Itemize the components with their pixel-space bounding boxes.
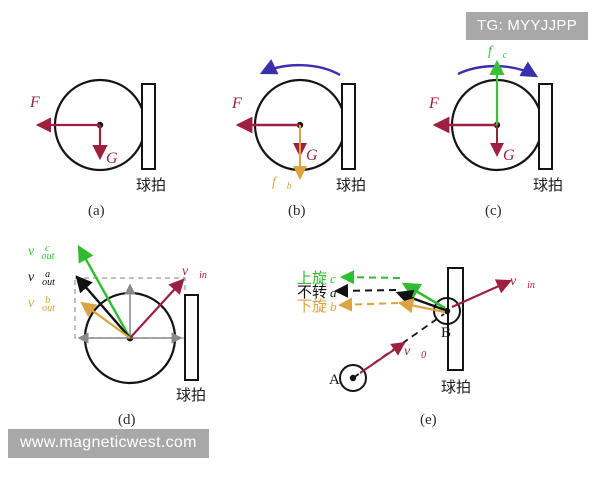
v0-label-e: v⃗0 [404,344,426,361]
rebound-topspin-dashed-e [340,270,401,285]
legend-nospin-cn-e: 不转 [297,284,327,301]
paddle-label-b: 球拍 [336,177,366,194]
point-b-center-e [443,307,451,315]
spin-arc-ccw-b [259,59,341,77]
legend-topspin-key-e: c [330,271,336,286]
paddle-label-a: 球拍 [136,177,166,194]
friction-label-b: f⃗b [272,175,292,192]
paddle-label-c: 球拍 [533,177,563,194]
paddle-b [341,83,356,170]
legend-topspin-cn-e: 上旋 [297,270,327,287]
vin-label-e: v⃗in [510,274,535,291]
point-b-ball-e [433,297,461,325]
panel-label-b: (b) [288,203,306,219]
watermark-top-right: TG: MYYJJPP [466,12,588,40]
gravity-label-b: G⃗ [306,147,330,164]
panel-b: F⃗ G⃗ f⃗b 球拍 (b) [231,59,366,219]
paddle-a [141,83,156,170]
legend-nospin-key-e: a [330,285,337,300]
paddle-e [447,267,464,371]
panel-a: F⃗ G⃗ 球拍 (a) [29,78,166,219]
paddle-c [538,83,553,170]
panel-e: A B v⃗0 v⃗in 上旋 c 不转 a 下旋 b 球拍 (e) [297,267,535,428]
force-label-a: F⃗ [29,94,52,111]
panel-label-c: (c) [485,203,502,219]
point-b-label-e: B [441,325,451,341]
gravity-label-a: G⃗ [106,150,130,167]
point-a-ball-e [339,364,367,392]
panel-label-a: (a) [88,203,105,219]
rebound-topspin-solid-e [401,282,446,310]
rebound-nospin-solid-e [395,289,446,312]
paddle-label-e: 球拍 [441,379,471,396]
rebound-backspin-solid-e [397,298,446,314]
point-a-label-e: A [329,372,340,388]
watermark-bottom-left: www.magneticwest.com [8,429,209,458]
panel-label-d: (d) [118,412,136,428]
force-label-c: F⃗ [428,95,451,112]
gravity-label-c: G⃗ [503,147,527,164]
vin-label-d: v⃗in [182,264,207,281]
panel-c: F⃗ G⃗ f⃗c 球拍 (c) [428,44,563,219]
panel-label-e: (e) [420,412,437,428]
vin-vector-d [129,278,185,339]
v0-vector-e [359,341,406,374]
vout-b-vector-d [80,301,131,339]
vout-a-vector-d [75,275,131,339]
rebound-nospin-dashed-e [334,283,397,298]
legend-backspin-cn-e: 下旋 [297,298,327,315]
vin-vector-e [451,279,513,309]
legend-backspin-key-e: b [330,299,337,314]
vout-c-vector-d [77,244,132,339]
paddle-d [184,294,199,381]
force-label-b: F⃗ [231,95,254,112]
rebound-backspin-dashed-e [338,297,399,312]
paddle-label-d: 球拍 [176,387,206,404]
friction-label-c: f⃗c [488,44,508,61]
